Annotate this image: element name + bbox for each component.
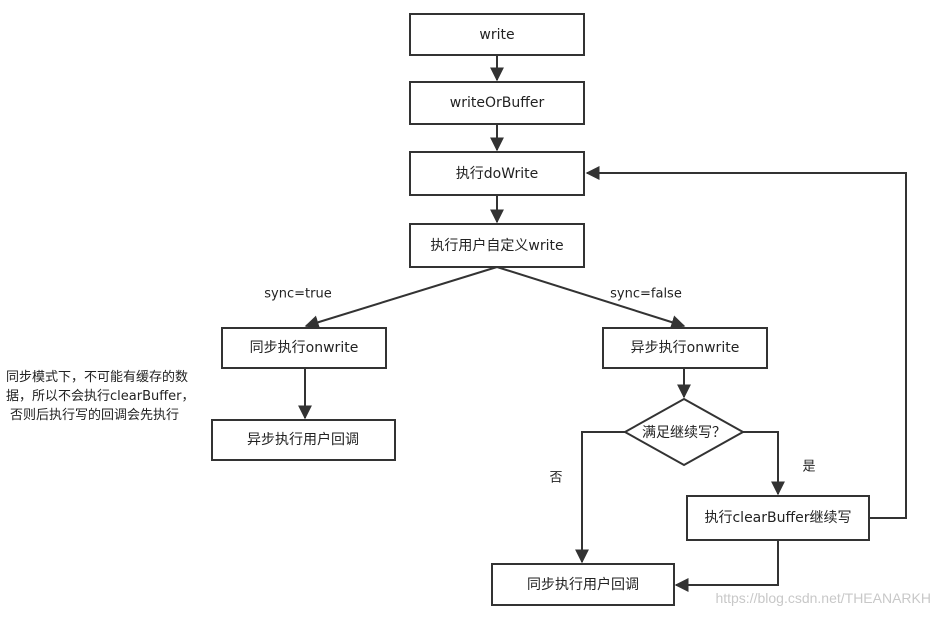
node-writeorbuffer: writeOrBuffer [409, 81, 585, 125]
edge-decision-yes [743, 431, 785, 496]
node-asynccallback-label: 异步执行用户回调 [247, 431, 359, 448]
node-dowrite: 执行doWrite [409, 151, 585, 196]
side-note-line-2: 据，所以不会执行clearBuffer， [6, 389, 195, 404]
edge-label-no: 否 [549, 471, 562, 486]
node-synconwrite: 同步执行onwrite [221, 327, 387, 369]
watermark: https://blog.csdn.net/THEANARKH [715, 590, 931, 606]
node-userwrite: 执行用户自定义write [409, 223, 585, 268]
edge-label-sync-false: sync=false [610, 287, 682, 302]
node-userwrite-label: 执行用户自定义write [430, 237, 563, 254]
edge-label-yes: 是 [802, 460, 815, 475]
side-note-line-1: 同步模式下，不可能有缓存的数 [6, 369, 188, 385]
side-note: 同步模式下，不可能有缓存的数 据，所以不会执行clearBuffer， 否则后执… [6, 369, 195, 423]
node-write-label: write [479, 27, 514, 43]
node-dowrite-label: 执行doWrite [456, 166, 538, 182]
edge-userwrite-to-asynconwrite [496, 266, 686, 329]
edge-clearbuffer-loop-to-dowrite [585, 166, 907, 519]
node-synccallback: 同步执行用户回调 [491, 563, 675, 606]
node-synconwrite-label: 同步执行onwrite [250, 340, 359, 356]
side-note-line-3: 否则后执行写的回调会先执行 [10, 407, 179, 423]
node-decision-label: 满足继续写？ [642, 424, 726, 441]
edge-decision-no [575, 431, 625, 564]
edge-clearbuffer-to-synccallback [674, 540, 779, 592]
node-write: write [409, 13, 585, 56]
node-synccallback-label: 同步执行用户回调 [527, 576, 639, 593]
node-asynconwrite: 异步执行onwrite [602, 327, 768, 369]
node-clearbuffer: 执行clearBuffer继续写 [686, 495, 870, 541]
node-asynconwrite-label: 异步执行onwrite [631, 340, 740, 356]
node-asynccallback: 异步执行用户回调 [211, 419, 396, 461]
edge-label-sync-true: sync=true [264, 287, 331, 302]
node-writeorbuffer-label: writeOrBuffer [450, 95, 545, 111]
node-decision: 满足继续写？ [622, 397, 746, 467]
node-clearbuffer-label: 执行clearBuffer继续写 [704, 509, 851, 526]
edge-userwrite-to-synconwrite [304, 266, 498, 329]
